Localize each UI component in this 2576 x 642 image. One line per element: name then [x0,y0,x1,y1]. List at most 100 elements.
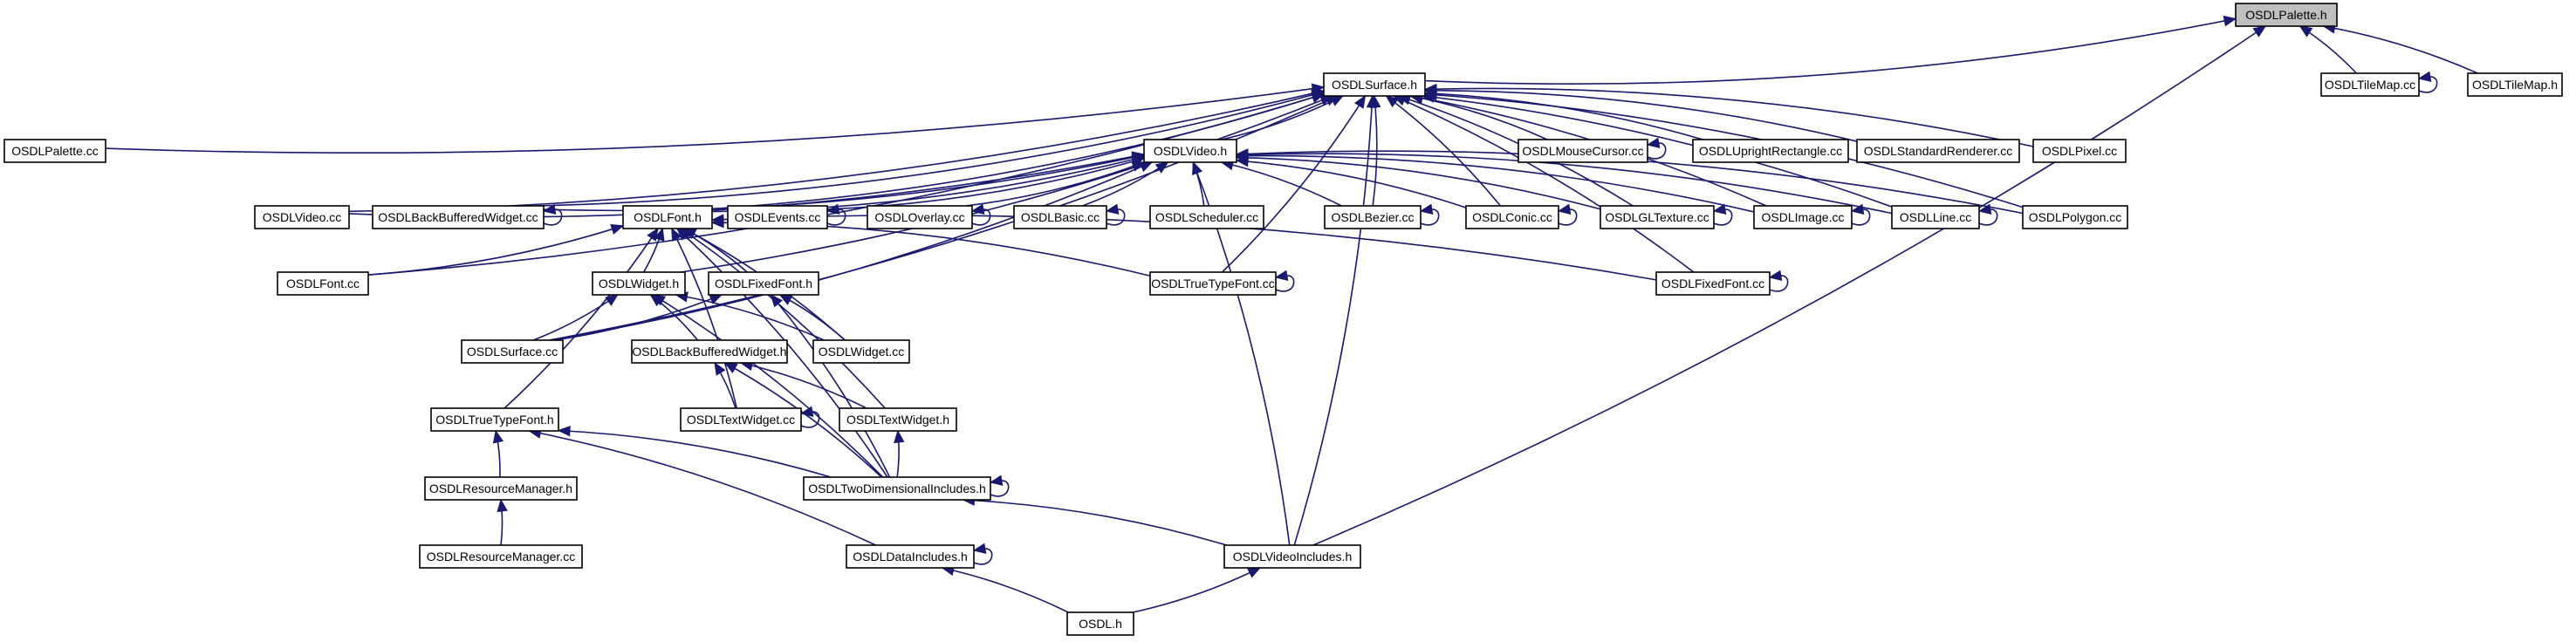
edge-arrowhead [1192,160,1202,175]
node-label: OSDLTwoDimensionalIncludes.h [808,482,986,495]
edge-truetypefont_h-to-font_h [504,227,659,409]
node-basic-cc[interactable]: OSDLBasic.cc [1013,205,1107,229]
edge-basic_cc-to-video_h [1082,161,1169,207]
node-video-cc[interactable]: OSDLVideo.cc [254,205,350,229]
node-polygon-cc[interactable]: OSDLPolygon.cc [2022,205,2128,229]
node-truetypefont-h[interactable]: OSDLTrueTypeFont.h [430,407,559,432]
node-uprightrect-cc[interactable]: OSDLUprightRectangle.cc [1692,139,1849,163]
edge-arrowhead [492,429,504,444]
node-datainc-h[interactable]: OSDLDataIncludes.h [846,544,975,569]
node-bbwidget-cc[interactable]: OSDLBackBufferedWidget.cc [372,205,545,229]
node-video-h[interactable]: OSDLVideo.h [1143,139,1237,163]
node-tilemap-cc[interactable]: OSDLTileMap.cc [2320,72,2420,97]
edge-arrowhead [894,429,905,444]
node-label: OSDLBackBufferedWidget.h [632,345,786,359]
node-bbwidget-h[interactable]: OSDLBackBufferedWidget.h [631,339,788,364]
node-font-h[interactable]: OSDLFont.h [622,205,713,229]
node-box [1655,271,1771,296]
node-box [461,339,564,364]
node-label: OSDLMouseCursor.cc [1522,144,1643,158]
edge-arrowhead [676,228,690,241]
edge-arrowhead [605,294,619,306]
node-box [1600,205,1715,229]
node-twodim-h[interactable]: OSDLTwoDimensionalIncludes.h [803,476,991,501]
node-label: OSDLSurface.h [1332,78,1417,92]
node-label: OSDLLine.cc [1900,210,1971,224]
node-box [2032,139,2127,163]
node-truetypefont-cc[interactable]: OSDLTrueTypeFont.cc [1149,271,1277,296]
edge-arrowhead [647,227,659,242]
node-surface-h[interactable]: OSDLSurface.h [1323,72,1426,97]
node-label: OSDLTrueTypeFont.h [435,413,553,427]
node-line-cc[interactable]: OSDLLine.cc [1891,205,1980,229]
edge-tilemap_h-to-palette_h [2322,23,2478,74]
node-label: OSDLTrueTypeFont.cc [1151,277,1275,290]
edge-twodim_h-to-fixedfont_h [770,294,891,478]
node-pixel-cc[interactable]: OSDLPixel.cc [2032,139,2127,163]
edge-arrowhead [497,498,508,513]
edge-line [675,294,825,341]
self-loop-arrowhead [1646,137,1661,148]
node-videoinc-h[interactable]: OSDLVideoIncludes.h [1223,544,1361,569]
edge-arrowhead [1246,567,1262,578]
node-palette-cc[interactable]: OSDLPalette.cc [3,139,106,163]
node-box [1518,139,1648,163]
edge-line [367,93,1325,276]
node-tilemap-h[interactable]: OSDLTileMap.h [2467,72,2563,97]
node-widget-h[interactable]: OSDLWidget.h [592,271,686,296]
edge-line [1424,87,2034,147]
edge-resmgr_cc-to-resmgr_h [497,498,508,546]
self-loop-arrowhead [1850,203,1865,215]
node-bezier-cc[interactable]: OSDLBezier.cc [1324,205,1422,229]
node-box [839,407,957,432]
edge-line [965,161,1145,207]
self-loop-arrowhead [542,203,557,215]
node-label: OSDLStandardRenderer.cc [1864,144,2012,158]
node-overlay-cc[interactable]: OSDLOverlay.cc [867,205,973,229]
node-gltexture-cc[interactable]: OSDLGLTexture.cc [1600,205,1715,229]
edge-line [550,161,1153,341]
node-box [1856,139,2020,163]
node-textwidget-cc[interactable]: OSDLTextWidget.cc [680,407,802,432]
node-label: OSDLVideo.cc [263,210,342,224]
node-label: OSDL.h [1079,617,1122,631]
edge-line [1312,25,2266,546]
self-loop-image_cc [1850,203,1871,226]
node-mousecursor-cc[interactable]: OSDLMouseCursor.cc [1518,139,1648,163]
node-image-cc[interactable]: OSDLImage.cc [1753,205,1853,229]
edge-arrowhead [1139,161,1154,173]
edge-line [740,362,867,409]
node-textwidget-h[interactable]: OSDLTextWidget.h [839,407,957,432]
node-osdl-h[interactable]: OSDL.h [1066,611,1134,636]
node-events-cc[interactable]: OSDLEvents.cc [727,205,828,229]
self-loop-arrowhead [2417,71,2432,82]
node-surface-cc[interactable]: OSDLSurface.cc [461,339,564,364]
edge-line [1221,95,1367,273]
node-font-cc[interactable]: OSDLFont.cc [277,271,369,296]
edge-truetypefont_cc-to-surface_h [1221,94,1367,273]
edge-line [1424,17,2237,85]
self-loop-textwidget_cc [799,406,820,428]
node-box [622,205,713,229]
node-box [277,271,369,296]
self-loop-bbwidget_cc [542,203,563,226]
edge-line [1236,160,1467,208]
edge-osdl_h-to-videoinc_h [1132,567,1262,613]
node-box [867,205,973,229]
node-conic-cc[interactable]: OSDLConic.cc [1465,205,1559,229]
node-box [2022,205,2128,229]
node-resmgr-cc[interactable]: OSDLResourceManager.cc [419,544,583,569]
node-stdrenderer-cc[interactable]: OSDLStandardRenderer.cc [1856,139,2020,163]
node-label: OSDLUprightRectangle.cc [1699,144,1842,158]
edge-arrowhead [671,227,682,242]
node-scheduler-cc[interactable]: OSDLScheduler.cc [1149,205,1264,229]
edge-palette_cc-to-surface_h [105,83,1326,154]
node-widget-cc[interactable]: OSDLWidget.cc [812,339,910,364]
node-box [430,407,559,432]
node-fixedfont-h[interactable]: OSDLFixedFont.h [708,271,819,296]
node-fixedfont-cc[interactable]: OSDLFixedFont.cc [1655,271,1771,296]
node-label: OSDLTextWidget.h [846,413,949,427]
node-resmgr-h[interactable]: OSDLResourceManager.h [424,476,578,501]
edge-font_cc-to-font_h [367,223,625,276]
node-palette-h[interactable]: OSDLPalette.h [2235,3,2338,27]
